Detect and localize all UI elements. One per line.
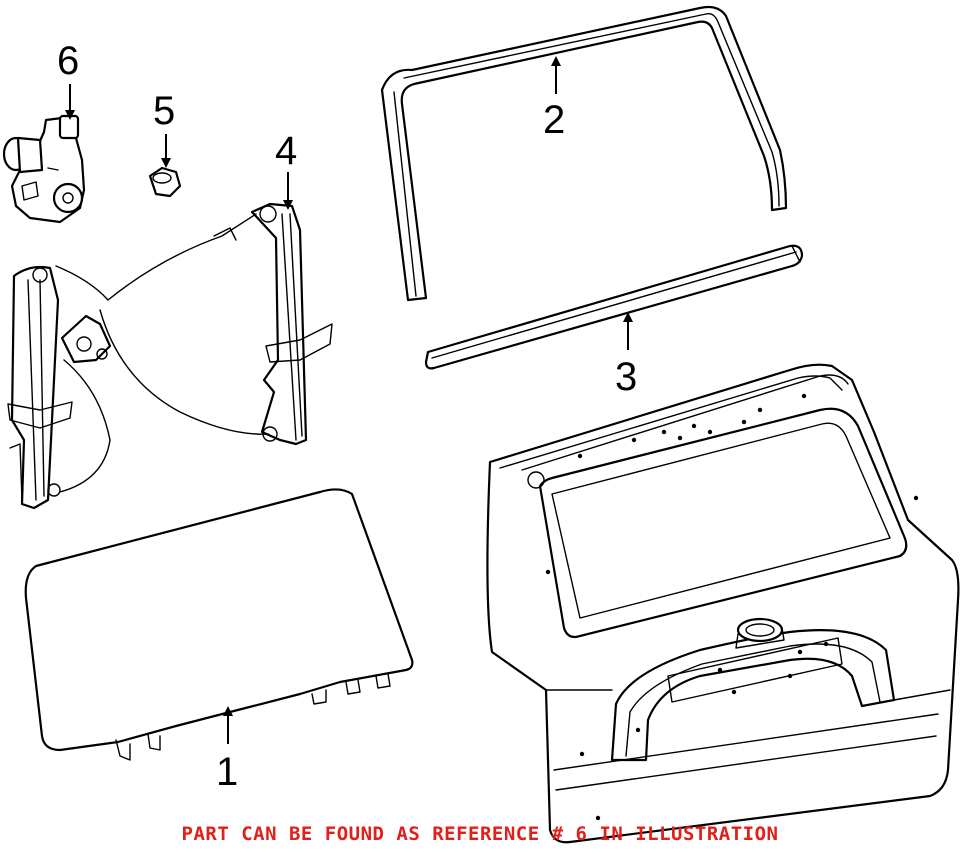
liftgate-holes <box>545 393 919 821</box>
callout-1: 1 <box>216 706 238 794</box>
liftgate-door <box>486 363 960 844</box>
part-2-weatherstrip <box>380 5 788 302</box>
callout-6-label: 6 <box>57 39 79 83</box>
callout-1-label: 1 <box>216 750 238 794</box>
callout-5-label: 5 <box>153 89 175 133</box>
part-5-nut <box>148 166 182 198</box>
callout-4: 4 <box>275 129 297 210</box>
part-6-window-motor <box>2 114 86 224</box>
callout-6: 6 <box>57 39 79 120</box>
callout-2: 2 <box>543 56 565 142</box>
part-1-door-glass <box>24 488 414 761</box>
part-4-regulator <box>7 202 333 510</box>
reference-note: PART CAN BE FOUND AS REFERENCE # 6 IN IL… <box>181 823 779 845</box>
callout-5: 5 <box>153 89 175 168</box>
part-3-glass-run <box>424 244 804 370</box>
callout-4-label: 4 <box>275 129 297 173</box>
callout-3-label: 3 <box>615 355 637 399</box>
callout-2-label: 2 <box>543 98 565 142</box>
callout-3: 3 <box>615 312 637 399</box>
